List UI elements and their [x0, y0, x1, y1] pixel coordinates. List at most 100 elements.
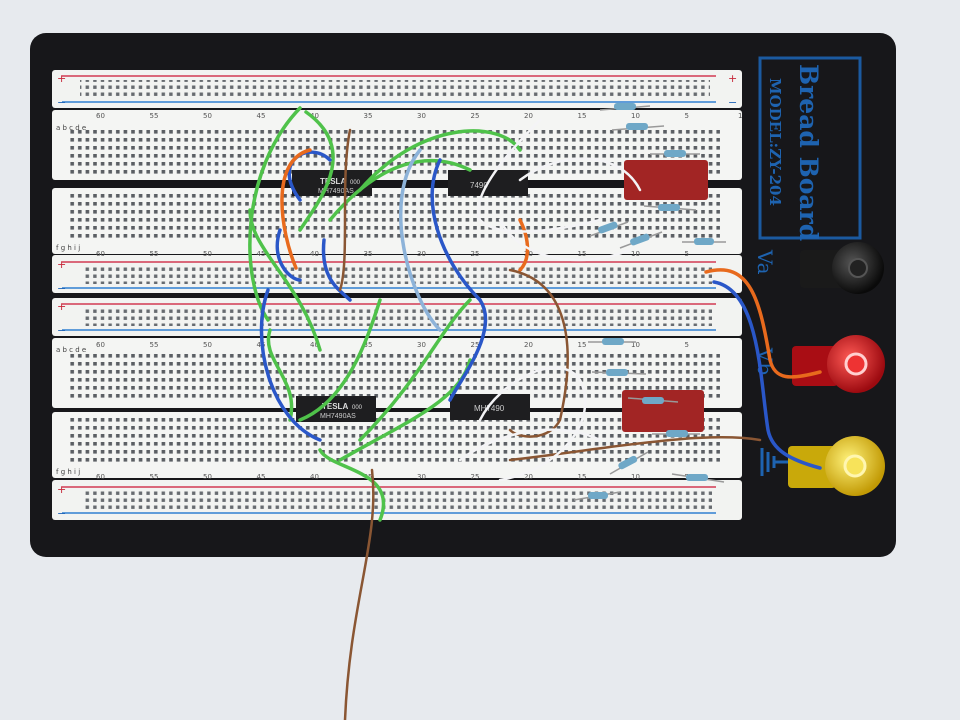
column-number: 60: [96, 112, 105, 120]
column-number: 30: [417, 473, 426, 481]
column-number: 40: [310, 473, 319, 481]
rail-minus: −: [57, 324, 66, 337]
jumper-wire-blue: [259, 288, 322, 442]
rail-plus: +: [57, 72, 66, 85]
column-number: 60: [96, 473, 105, 481]
ic-part-number: MH7490: [474, 404, 505, 413]
column-number: 40: [310, 112, 319, 120]
ic-part-number: MH7490AS: [320, 413, 356, 420]
jumper-wire-orange: [704, 268, 822, 379]
jumper-wire-brown: [508, 436, 762, 462]
jumper-wire-brown: [508, 268, 569, 438]
binding-post-black[interactable]: [800, 242, 884, 294]
column-number: 20: [524, 473, 533, 481]
capacitor: [622, 390, 704, 432]
jumper-wire-green: [358, 129, 522, 192]
column-number: 25: [471, 341, 480, 349]
column-number: 20: [524, 341, 533, 349]
column-number: 35: [364, 112, 373, 120]
binding-post-yellow[interactable]: [788, 436, 885, 496]
rail-plus: +: [728, 72, 737, 85]
jumper-wire-blue: [275, 228, 302, 282]
column-number: 5: [685, 250, 689, 258]
jumper-wire-lightblue: [398, 148, 442, 332]
column-number: 60: [96, 250, 105, 258]
jumper-wire-green: [298, 110, 335, 232]
column-number: 40: [310, 250, 319, 258]
column-number: 50: [203, 250, 212, 258]
resistor: [627, 397, 679, 404]
capacitor: [624, 160, 708, 200]
rail-minus: −: [728, 96, 737, 109]
column-number: 1: [738, 112, 742, 120]
column-number: 45: [257, 250, 266, 258]
rail-minus: −: [57, 96, 66, 109]
column-number: 55: [150, 112, 159, 120]
jumper-wire-brown: [343, 468, 375, 720]
jumper-wire-green: [266, 328, 294, 422]
jumper-wire-blue: [321, 238, 352, 302]
jumper-wire-blue: [448, 298, 488, 402]
column-number: 5: [685, 341, 689, 349]
jumper-wire-white: [458, 428, 602, 462]
column-number: 10: [631, 473, 640, 481]
column-number: 25: [471, 473, 480, 481]
rail-plus: +: [57, 258, 66, 271]
jumper-wire-green: [328, 158, 472, 222]
column-number: 5: [685, 112, 689, 120]
jumper-wire-white: [478, 366, 587, 482]
jumper-wire-green: [318, 448, 386, 522]
column-number: 30: [417, 341, 426, 349]
ic-code: 000: [350, 180, 361, 186]
resistor: [671, 473, 725, 483]
column-number: 10: [631, 112, 640, 120]
resistor: [643, 204, 697, 211]
jumper-wire-white: [476, 118, 602, 233]
resistor: [652, 430, 700, 437]
column-number: 25: [471, 112, 480, 120]
resistor: [599, 103, 651, 111]
brand-plate: Bread Board MODEL:ZY-204: [758, 56, 862, 241]
column-number: 30: [417, 250, 426, 258]
column-number: 15: [578, 341, 587, 349]
column-number: 15: [578, 473, 587, 481]
column-number: 55: [150, 341, 159, 349]
rail-minus: −: [57, 282, 66, 295]
resistor: [650, 150, 700, 157]
jumper-wire-blue: [712, 280, 822, 470]
column-number: 45: [257, 473, 266, 481]
resistor: [589, 221, 629, 237]
brand-title: Bread Board: [794, 64, 823, 241]
row-letters-fghij: f g h i j: [56, 244, 80, 252]
resistor: [591, 369, 647, 376]
row-letters-fghij: f g h i j: [56, 468, 80, 476]
jumper-wire-green: [298, 298, 382, 422]
column-number: 15: [578, 250, 587, 258]
rail-minus: −: [57, 507, 66, 520]
resistor: [611, 123, 665, 131]
ic-part-number: MH7490AS: [318, 188, 354, 195]
column-number: 55: [150, 250, 159, 258]
column-number: 10: [631, 341, 640, 349]
jumper-wire-brown: [338, 128, 352, 292]
column-number: 20: [524, 112, 533, 120]
column-number: 40: [310, 341, 319, 349]
ic-code: 000: [352, 405, 363, 411]
column-number: 50: [203, 112, 212, 120]
rail-plus: +: [57, 300, 66, 313]
column-number: 45: [257, 112, 266, 120]
column-number: 50: [203, 341, 212, 349]
row-letters-abcde: a b c d e: [56, 346, 86, 354]
column-number: 30: [417, 112, 426, 120]
jumper-wire-green: [358, 298, 472, 442]
column-number: 25: [471, 250, 480, 258]
column-number: 50: [203, 473, 212, 481]
column-number: 60: [96, 341, 105, 349]
ic-chip: TESLA 000 MH7490AS: [296, 396, 376, 422]
jumper-wire-white: [518, 157, 642, 192]
column-number: 10: [631, 250, 640, 258]
row-letters-abcde: a b c d e: [56, 124, 86, 132]
jumper-wire-blue: [430, 158, 482, 302]
jumper-wire-orange: [280, 148, 312, 270]
